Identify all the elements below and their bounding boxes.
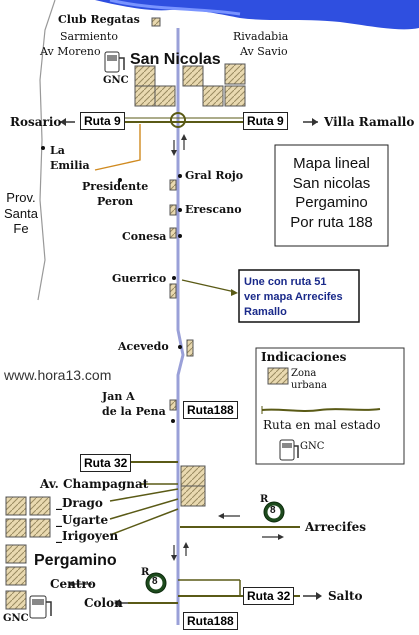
ruta8-number-right: 8 [270, 505, 276, 516]
title-box-frame [274, 144, 389, 247]
note-line-2: ver mapa Arrecifes [244, 290, 343, 303]
ruta8-r-left: R [141, 567, 150, 578]
legend-zona-urbana: Zona urbana [291, 368, 327, 391]
province-border [37, 0, 56, 301]
route-ruta188-mid: Ruta188 [183, 401, 238, 419]
title-line-1: Mapa lineal [293, 155, 370, 172]
label-rosario: Rosario [10, 115, 62, 129]
gnc-pump-bottom [29, 595, 52, 619]
title-line-4: Por ruta 188 [290, 213, 373, 231]
route-ruta9-right: Ruta 9 [243, 112, 288, 130]
label-sarmiento: Sarmiento [60, 30, 118, 43]
label-la-emilia: La Emilia [50, 144, 90, 172]
gnc-pump-top [104, 51, 125, 73]
label-rivadabia: Rivadabia [233, 30, 289, 43]
title-line-2: San nicolas [292, 174, 371, 192]
legend-bad-road: Ruta en mal estado [263, 418, 381, 432]
ruta8-badge-right [263, 501, 285, 523]
legend-gnc-pump [279, 439, 299, 461]
label-gral-rojo: Gral Rojo [185, 169, 244, 182]
label-gnc-top: GNC [103, 75, 129, 86]
note-box: Une con ruta 51 ver mapa Arrecifes Ramal… [244, 275, 343, 320]
ruta8-number-left: 8 [152, 576, 158, 587]
label-arrecifes: Arrecifes [305, 520, 367, 534]
ruta8-r-right: R [260, 494, 269, 505]
label-villa-ramallo: Villa Ramallo [324, 115, 415, 129]
website-label: www.hora13.com [4, 367, 112, 383]
route-ruta32-right: Ruta 32 [243, 587, 295, 605]
label-irigoyen: _Irigoyen [56, 529, 119, 543]
title-box: Mapa lineal San nicolas Pergamino Por ru… [275, 154, 388, 232]
label-club-regatas: Club Regatas [58, 13, 140, 26]
legend-title: Indicaciones [261, 350, 347, 364]
label-pergamino: Pergamino [34, 552, 117, 569]
label-conesa: Conesa [122, 230, 167, 243]
label-presidente-peron: Presidente Peron [82, 180, 149, 208]
note-line-1: Une con ruta 51 [244, 276, 327, 288]
route-ruta32-left: Ruta 32 [80, 454, 132, 472]
route-ruta188-bottom: Ruta188 [183, 612, 238, 630]
label-ugarte: _Ugarte [56, 513, 109, 527]
label-guerrico: Guerrico [112, 272, 167, 285]
label-gnc-bottom: GNC [3, 613, 29, 624]
route-ruta9-left: Ruta 9 [80, 112, 125, 130]
label-centro: Centro [50, 577, 96, 591]
label-acevedo: Acevedo [118, 340, 169, 353]
label-av-moreno: Av Moreno [40, 45, 101, 58]
label-colon: Colon [84, 596, 123, 610]
note-box-frame [238, 269, 360, 323]
label-jan-a-de-la-pena: Jan A de la Pena [102, 390, 166, 418]
legend-box-frame [255, 347, 405, 465]
label-salto: Salto [328, 589, 363, 603]
label-prov-santa-fe: Prov. Santa Fe [4, 190, 38, 237]
label-av-champagnat: Av. Champagnat [40, 477, 149, 491]
note-line-3: Ramallo [244, 305, 287, 318]
ruta8-badge-left [145, 572, 167, 594]
ruta188-road [176, 28, 185, 625]
label-drago: _Drago [56, 496, 103, 510]
label-san-nicolas: San Nicolas [130, 51, 221, 68]
title-line-3: Pergamino [295, 194, 368, 211]
label-av-savio: Av Savio [240, 45, 288, 58]
label-erescano: Erescano [185, 203, 242, 216]
legend-gnc: GNC [300, 441, 325, 452]
